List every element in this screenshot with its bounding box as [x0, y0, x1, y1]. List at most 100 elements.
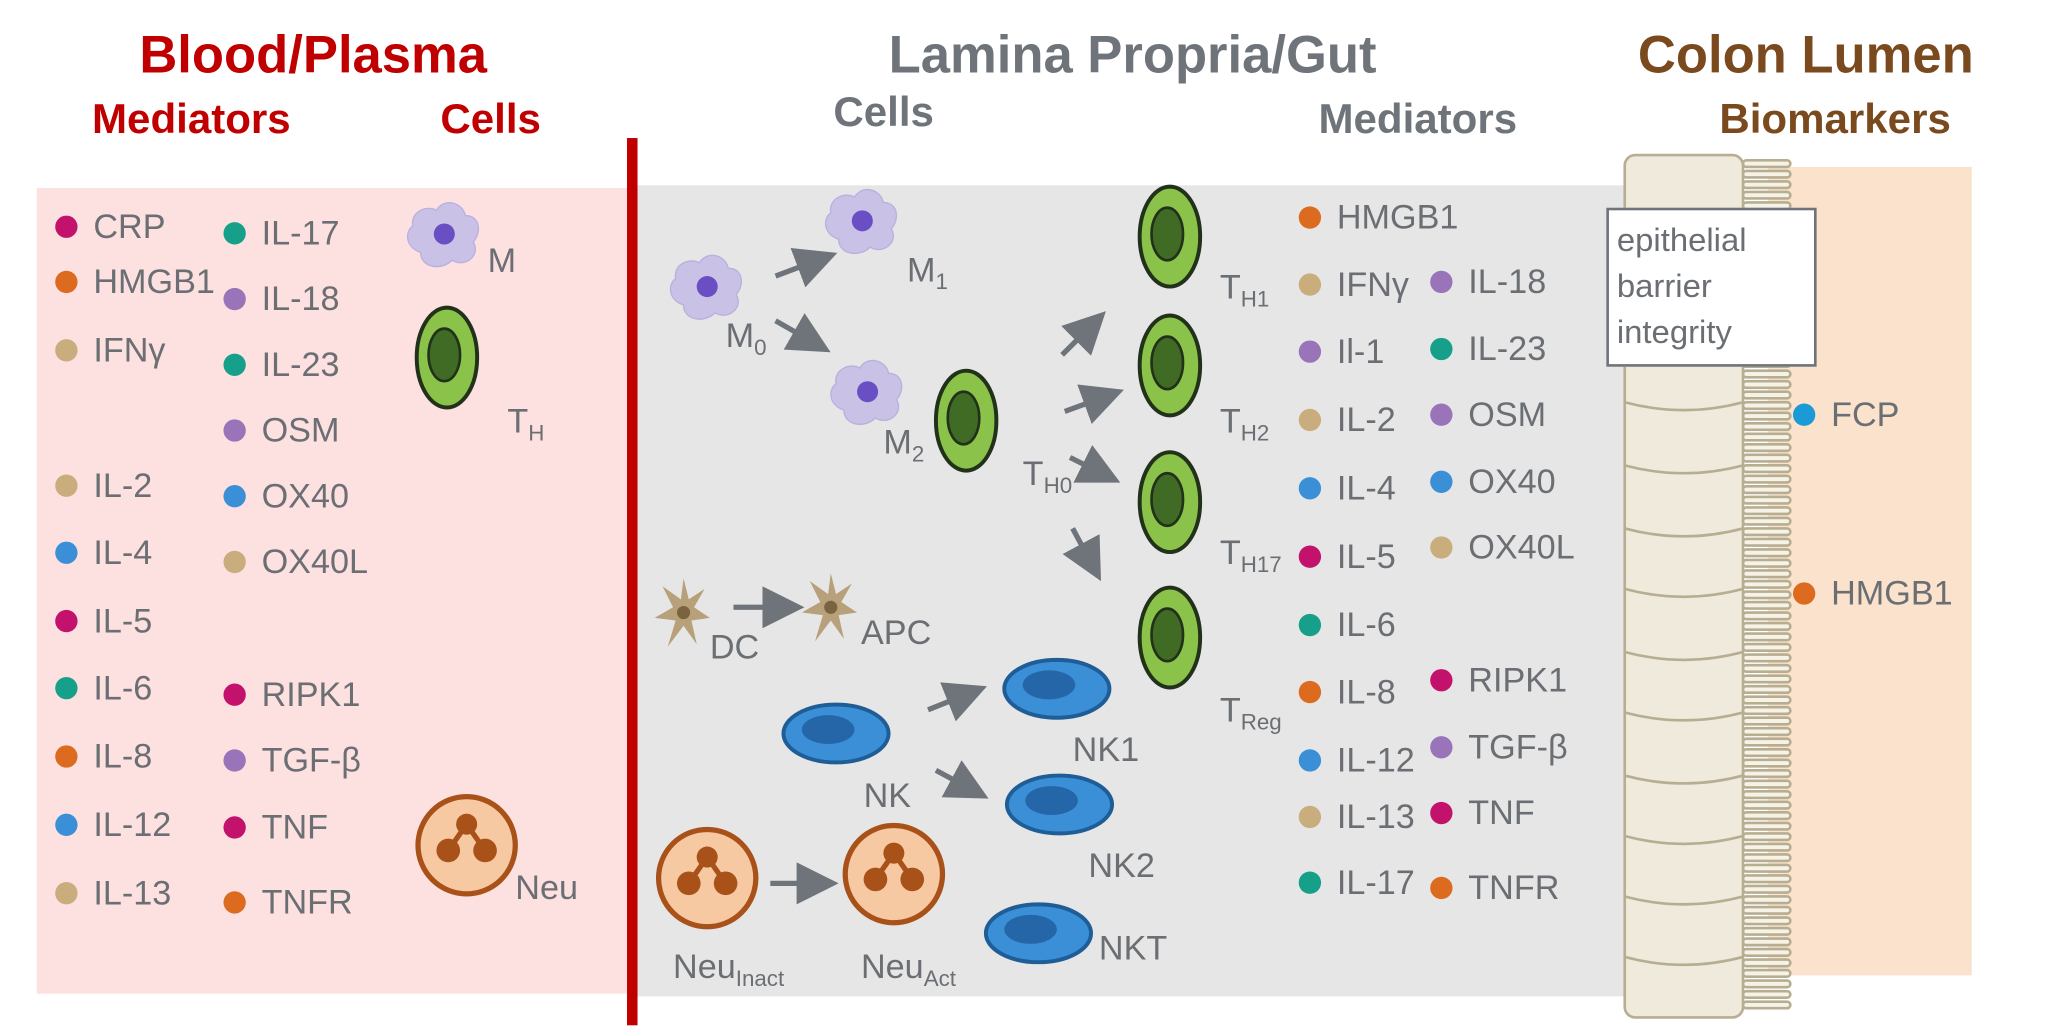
mediator-dot	[223, 222, 246, 245]
arrow-icon	[774, 313, 831, 353]
microvillus	[1741, 190, 1792, 200]
blood-mediator: IL-12	[55, 804, 171, 845]
mediator-label: HMGB1	[1336, 197, 1459, 237]
blood-mediator: IL-8	[55, 736, 152, 777]
microvillus	[1741, 790, 1792, 800]
blood-mediator: IL-6	[55, 668, 152, 709]
microvillus	[1741, 1000, 1792, 1010]
mediator-label: OX40	[1468, 461, 1556, 501]
mediator-dot	[1298, 613, 1322, 637]
blood-mediator: OX40	[223, 476, 349, 517]
mediator-dot	[55, 813, 78, 837]
microvillus	[1741, 527, 1792, 537]
mediator-dot	[223, 287, 246, 311]
blood-mediators-heading: Mediators	[92, 94, 291, 142]
microvillus	[1741, 811, 1792, 821]
mediator-label: IL-18	[1468, 261, 1547, 302]
mediator-label: IL-8	[1336, 671, 1396, 712]
lumen-biomarker-fcp: FCP	[1792, 394, 1900, 435]
microvillus	[1741, 432, 1792, 442]
dendritic-cell-icon	[654, 578, 710, 647]
macrophage-icon	[406, 202, 480, 268]
gut-mediator: IL-18	[1430, 262, 1546, 303]
microvillus	[1741, 979, 1792, 989]
microvillus	[1741, 684, 1792, 695]
blood-mediator: IL-5	[55, 601, 152, 642]
mediator-dot	[55, 882, 78, 905]
microvillus	[1741, 632, 1792, 642]
mediator-label: IL-12	[93, 804, 172, 844]
mediator-dot	[223, 550, 246, 574]
mediator-dot	[1298, 680, 1322, 704]
mediator-dot	[55, 215, 78, 238]
microvillus	[1741, 611, 1792, 621]
mediator-dot	[1298, 206, 1322, 229]
mediator-dot	[55, 339, 78, 362]
gut-mediator: IL-5	[1298, 536, 1396, 577]
th1-label: TH1	[1219, 266, 1270, 312]
mediator-label: TNFR	[261, 882, 353, 922]
epithelial-barrier-label: epithelial barrier integrity	[1606, 207, 1817, 367]
mediator-label: TGF-β	[261, 740, 361, 780]
neu-act-label: NeuAct	[860, 946, 956, 992]
microvillus	[1741, 642, 1792, 652]
nkt-label: NKT	[1098, 928, 1168, 968]
mediator-dot	[1298, 871, 1322, 894]
mediator-label: IL-17	[261, 212, 340, 253]
microvillus	[1741, 411, 1792, 421]
gut-mediator: IL-6	[1298, 605, 1396, 646]
microvillus	[1741, 663, 1792, 674]
gut-mediator: IL-8	[1298, 671, 1396, 713]
biomarker-dot	[1792, 403, 1816, 426]
mediator-dot	[1298, 749, 1322, 772]
mediator-dot	[223, 419, 246, 442]
mediator-dot	[1298, 545, 1322, 568]
gut-mediator: IL-13	[1298, 797, 1415, 838]
microvillus	[1741, 695, 1792, 705]
microvillus	[1741, 579, 1792, 589]
nk-label: NK	[863, 775, 912, 815]
mediator-label: TNF	[1468, 792, 1535, 833]
blood-mediator: IFNγ	[55, 330, 165, 371]
gut-mediator: IL-4	[1298, 468, 1396, 509]
mediator-label: Il-1	[1336, 331, 1385, 371]
microvillus	[1741, 737, 1792, 747]
microvillus	[1741, 800, 1792, 810]
lumen-biomarker-hmgb1: HMGB1	[1792, 573, 1953, 614]
t-reg-icon	[1137, 585, 1203, 690]
t-helper-cell-icon	[414, 305, 480, 410]
blood-macrophage-label: M	[487, 240, 517, 280]
microvillus	[1741, 968, 1792, 978]
gut-mediator: IFNγ	[1298, 264, 1410, 305]
gut-mediator: TNF	[1430, 793, 1535, 834]
gut-mediator: TNFR	[1430, 868, 1559, 909]
blood-mediator: IL-17	[223, 213, 339, 254]
mediator-dot	[223, 485, 246, 508]
microvillus	[1741, 464, 1792, 474]
mediator-label: TGF-β	[1468, 726, 1568, 767]
microvillus	[1741, 390, 1792, 400]
mediator-label: OX40	[261, 475, 349, 516]
biomarker-label: FCP	[1831, 394, 1900, 434]
blood-neutrophil-label: Neu	[515, 867, 578, 908]
gut-mediator: OSM	[1430, 394, 1546, 435]
microvillus	[1741, 169, 1792, 179]
m1-label: M1	[907, 249, 948, 295]
t-helper-h1-icon	[1137, 184, 1203, 289]
microvillus	[1741, 758, 1792, 768]
arrow-icon	[927, 682, 987, 722]
mediator-dot	[1298, 273, 1322, 296]
nk2-cell-icon	[1004, 773, 1115, 836]
mediator-label: IFNγ	[1336, 264, 1410, 304]
mediator-dot	[223, 749, 246, 772]
microvillus	[1741, 958, 1792, 968]
mediator-dot	[55, 474, 78, 497]
gut-mediator: OX40	[1430, 461, 1556, 502]
nk2-label: NK2	[1088, 845, 1155, 885]
microvillus	[1741, 926, 1792, 936]
gut-mediator: IL-17	[1298, 862, 1415, 903]
apc-label: APC	[860, 612, 932, 652]
microvillus	[1741, 884, 1792, 894]
blood-mediator: HMGB1	[55, 262, 215, 303]
mediator-label: IL-23	[261, 344, 340, 384]
